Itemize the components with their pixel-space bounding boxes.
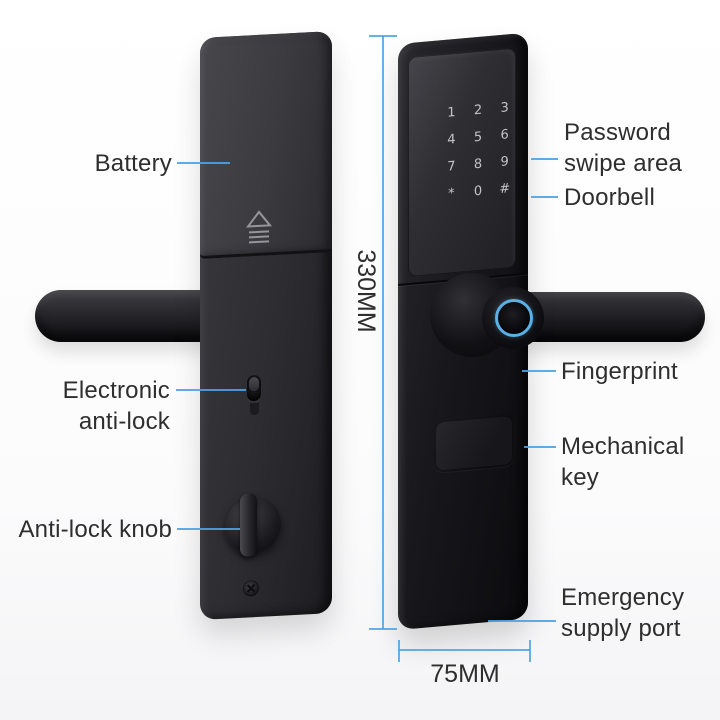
touch-keypad: 1 2 3 4 5 6 7 8 9 * 0 #	[438, 94, 518, 219]
mechanical-key-label: Mechanical key	[561, 431, 711, 493]
keypad-key: 9	[500, 154, 509, 171]
mechanical-key-label-line1: Mechanical	[561, 433, 685, 460]
emergency-supply-port-label: Emergency supply port	[561, 582, 720, 644]
width-dimension-line	[399, 649, 530, 651]
height-dimension-label: 330MM	[352, 249, 380, 333]
doorbell-leader-line	[531, 196, 558, 198]
battery-leader-line	[177, 162, 230, 164]
electronic-anti-lock-switch	[247, 374, 261, 402]
anti-lock-knob-label-text: Anti-lock knob	[18, 516, 172, 543]
mechanical-key-cover	[434, 413, 514, 473]
password-swipe-area-label-line1: Password	[564, 119, 671, 146]
electronic-anti-lock-label: Electronic anti-lock	[20, 375, 170, 437]
password-touch-panel: 1 2 3 4 5 6 7 8 9 * 0 #	[408, 47, 518, 278]
keypad-key: 8	[473, 156, 483, 173]
emergency-supply-port-label-line1: Emergency	[561, 584, 685, 611]
keypad-key: 3	[500, 100, 509, 117]
mechanical-key-leader-line	[524, 446, 556, 448]
width-dimension-tick-left	[398, 640, 400, 662]
height-dimension-tick-bottom	[369, 628, 397, 630]
anti-lock-knob-label: Anti-lock knob	[10, 514, 172, 545]
keypad-key: 4	[447, 131, 456, 148]
password-swipe-area-label: Password swipe area	[564, 117, 714, 179]
battery-cover	[200, 31, 332, 260]
width-dimension-tick-right	[529, 640, 531, 662]
rear-lock-body	[200, 31, 332, 621]
fingerprint-leader-line	[522, 370, 556, 372]
electronic-anti-lock-switch-notch	[250, 402, 259, 416]
anti-lock-knob-leader-line	[177, 528, 240, 530]
electronic-anti-lock-label-line1: Electronic	[62, 377, 170, 404]
keypad-key: *	[448, 186, 455, 202]
mechanical-key-label-line2: key	[561, 464, 599, 491]
height-dimension-line	[382, 36, 384, 629]
fingerprint-label-text: Fingerprint	[561, 358, 678, 385]
keypad-key: 2	[473, 102, 483, 119]
phillips-screw-icon	[243, 579, 259, 597]
slide-up-arrow-icon	[245, 210, 273, 244]
doorbell-label: Doorbell	[564, 182, 714, 213]
keypad-key: 1	[447, 104, 456, 121]
anti-lock-knob-thumbturn	[240, 493, 257, 557]
fingerprint-label: Fingerprint	[561, 356, 711, 387]
width-dimension-label: 75MM	[430, 660, 500, 688]
emergency-supply-port-leader-line	[488, 620, 556, 622]
keypad-key: 5	[473, 129, 483, 146]
password-swipe-area-leader-line	[531, 158, 558, 160]
keypad-key: 6	[500, 127, 509, 144]
keypad-key: 7	[447, 158, 456, 175]
keypad-key: 0	[473, 183, 483, 200]
electronic-anti-lock-label-line2: anti-lock	[78, 408, 170, 435]
height-dimension-tick-top	[369, 35, 397, 37]
electronic-anti-lock-leader-line	[176, 389, 246, 391]
emergency-supply-port-label-line2: supply port	[561, 615, 681, 642]
password-swipe-area-label-line2: swipe area	[564, 150, 683, 177]
keypad-key: #	[499, 181, 511, 198]
battery-label: Battery	[40, 148, 172, 179]
battery-label-text: Battery	[94, 150, 172, 177]
fingerprint-ring-icon	[495, 299, 533, 337]
doorbell-label-text: Doorbell	[564, 184, 655, 211]
